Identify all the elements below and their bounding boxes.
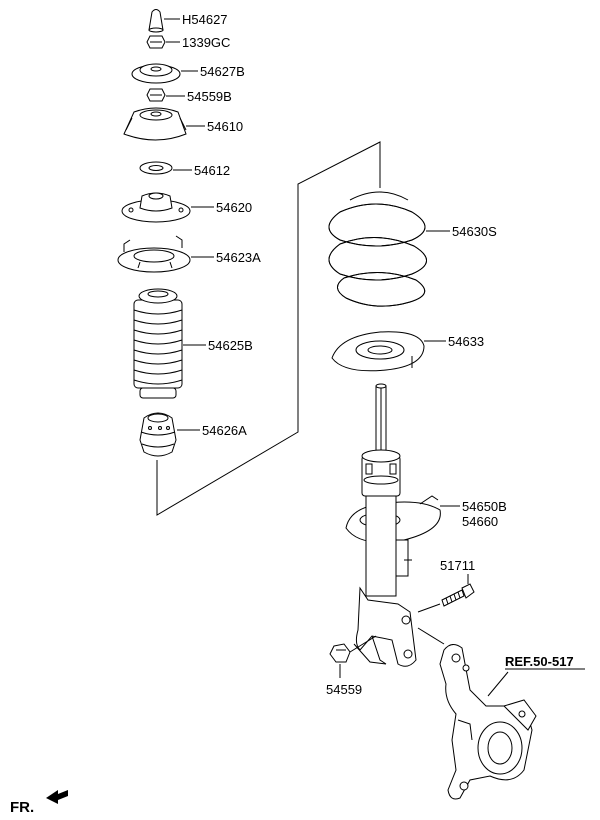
label-1339gc: 1339GC — [182, 35, 230, 50]
part-54630s — [328, 191, 427, 307]
label-h54627: H54627 — [182, 12, 228, 27]
label-54650b: 54650B — [462, 499, 507, 514]
label-54559b: 54559B — [187, 89, 232, 104]
part-54610 — [123, 107, 187, 141]
part-h54627 — [148, 9, 164, 33]
label-54627b: 54627B — [200, 64, 245, 79]
label-54610: 54610 — [207, 119, 243, 134]
label-ref-50-517: REF.50-517 — [505, 654, 574, 669]
group-bracket-line — [156, 141, 381, 516]
label-54623a: 54623A — [216, 250, 261, 265]
part-54623a — [117, 235, 191, 273]
label-54660: 54660 — [462, 514, 498, 529]
label-54612: 54612 — [194, 163, 230, 178]
part-54627b — [131, 63, 181, 84]
label-54633: 54633 — [448, 334, 484, 349]
label-51711: 51711 — [440, 558, 475, 573]
part-51711 — [441, 583, 475, 607]
label-54626a: 54626A — [202, 423, 247, 438]
part-54626a — [139, 412, 177, 457]
part-strut-assembly — [345, 383, 441, 667]
part-steering-knuckle — [439, 644, 537, 800]
label-54620: 54620 — [216, 200, 252, 215]
label-54630s: 54630S — [452, 224, 497, 239]
part-54625b — [133, 288, 183, 399]
part-54633 — [331, 331, 425, 372]
part-54559 — [329, 643, 351, 663]
label-54559: 54559 — [326, 682, 362, 697]
part-1339gc — [146, 35, 166, 49]
label-front: FR. — [10, 799, 34, 816]
front-arrow-icon — [46, 790, 68, 804]
part-54559b — [146, 88, 166, 102]
label-54625b: 54625B — [208, 338, 253, 353]
part-54612 — [139, 161, 173, 175]
part-54620 — [121, 192, 191, 223]
